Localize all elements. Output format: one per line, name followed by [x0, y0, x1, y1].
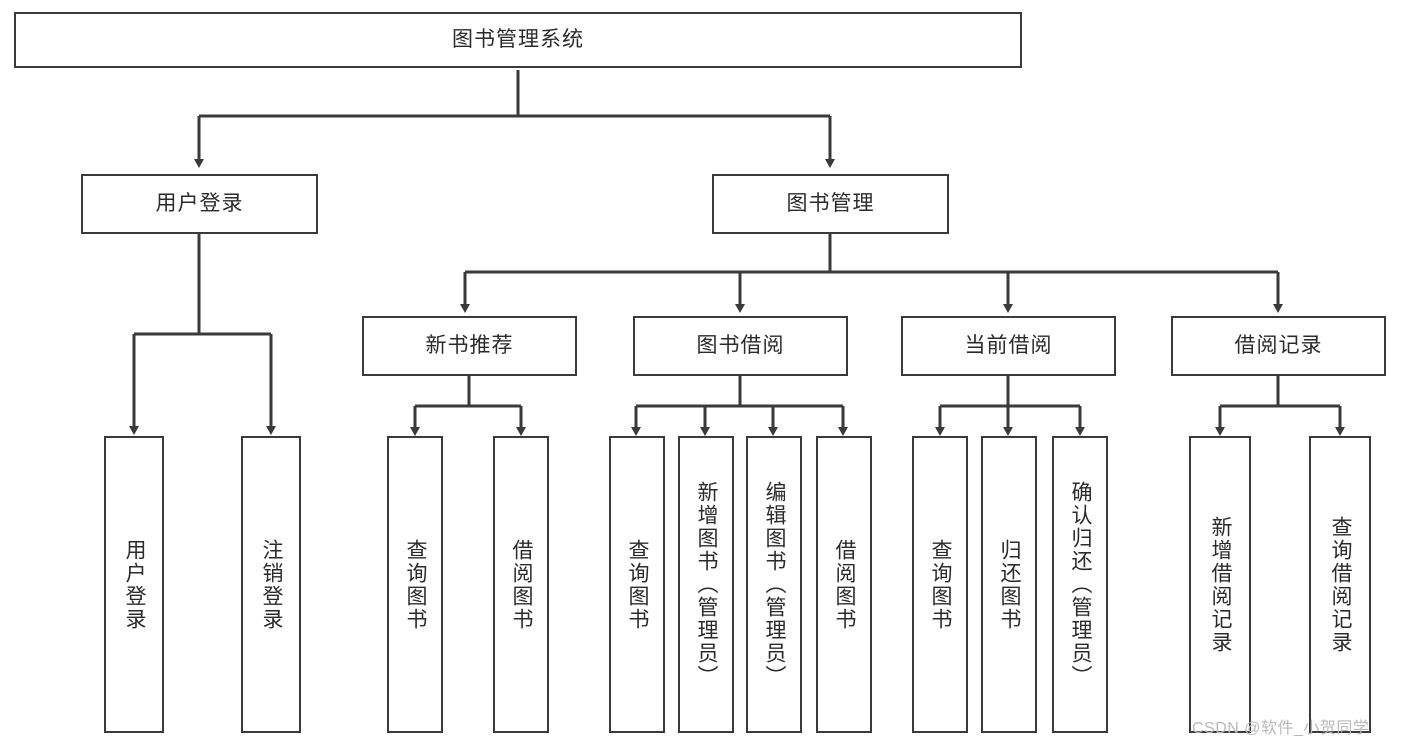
leaf-confirm-return-admin[interactable]: 确认归还（管理员） — [1052, 436, 1108, 733]
node-borrow-records[interactable]: 借阅记录 — [1171, 316, 1386, 376]
leaf-query-book-current[interactable]: 查询图书 — [912, 436, 968, 733]
leaf-label: 新增借阅记录 — [1209, 515, 1233, 654]
leaf-label: 查询图书 — [404, 538, 428, 631]
leaf-return-book[interactable]: 归还图书 — [981, 436, 1037, 733]
node-label: 图书管理系统 — [452, 27, 584, 51]
node-label: 图书管理 — [786, 191, 875, 215]
node-label: 借阅记录 — [1234, 333, 1323, 357]
leaf-label: 注销登录 — [260, 538, 284, 631]
leaf-label: 用户登录 — [123, 538, 147, 631]
node-label: 图书借阅 — [696, 333, 785, 357]
leaf-query-book-borrow[interactable]: 查询图书 — [609, 436, 665, 733]
leaf-label: 编辑图书（管理员） — [763, 481, 787, 688]
node-book-borrow[interactable]: 图书借阅 — [633, 316, 848, 376]
leaf-label: 借阅图书 — [510, 538, 534, 631]
leaf-query-book-recommend[interactable]: 查询图书 — [387, 436, 443, 733]
leaf-label: 借阅图书 — [833, 538, 857, 631]
leaf-label: 归还图书 — [998, 538, 1022, 631]
leaf-label: 查询借阅记录 — [1329, 515, 1353, 654]
leaf-edit-book-admin[interactable]: 编辑图书（管理员） — [746, 436, 802, 733]
leaf-add-borrow-record[interactable]: 新增借阅记录 — [1189, 436, 1251, 733]
leaf-label: 查询图书 — [929, 538, 953, 631]
leaf-logout[interactable]: 注销登录 — [241, 436, 301, 733]
leaf-add-book-admin[interactable]: 新增图书（管理员） — [678, 436, 734, 733]
leaf-borrow-book[interactable]: 借阅图书 — [816, 436, 872, 733]
node-current-borrow[interactable]: 当前借阅 — [901, 316, 1116, 376]
node-label: 新书推荐 — [425, 333, 514, 357]
leaf-borrow-book-recommend[interactable]: 借阅图书 — [493, 436, 549, 733]
node-root-book-management-system[interactable]: 图书管理系统 — [14, 12, 1022, 68]
leaf-user-login[interactable]: 用户登录 — [104, 436, 164, 733]
leaf-label: 查询图书 — [626, 538, 650, 631]
leaf-query-borrow-record[interactable]: 查询借阅记录 — [1309, 436, 1371, 733]
node-user-login[interactable]: 用户登录 — [81, 174, 318, 234]
node-label: 当前借阅 — [964, 333, 1053, 357]
leaf-label: 新增图书（管理员） — [695, 481, 719, 688]
node-new-book-recommend[interactable]: 新书推荐 — [362, 316, 577, 376]
leaf-label: 确认归还（管理员） — [1069, 481, 1093, 688]
node-label: 用户登录 — [155, 191, 244, 215]
node-book-management[interactable]: 图书管理 — [712, 174, 949, 234]
